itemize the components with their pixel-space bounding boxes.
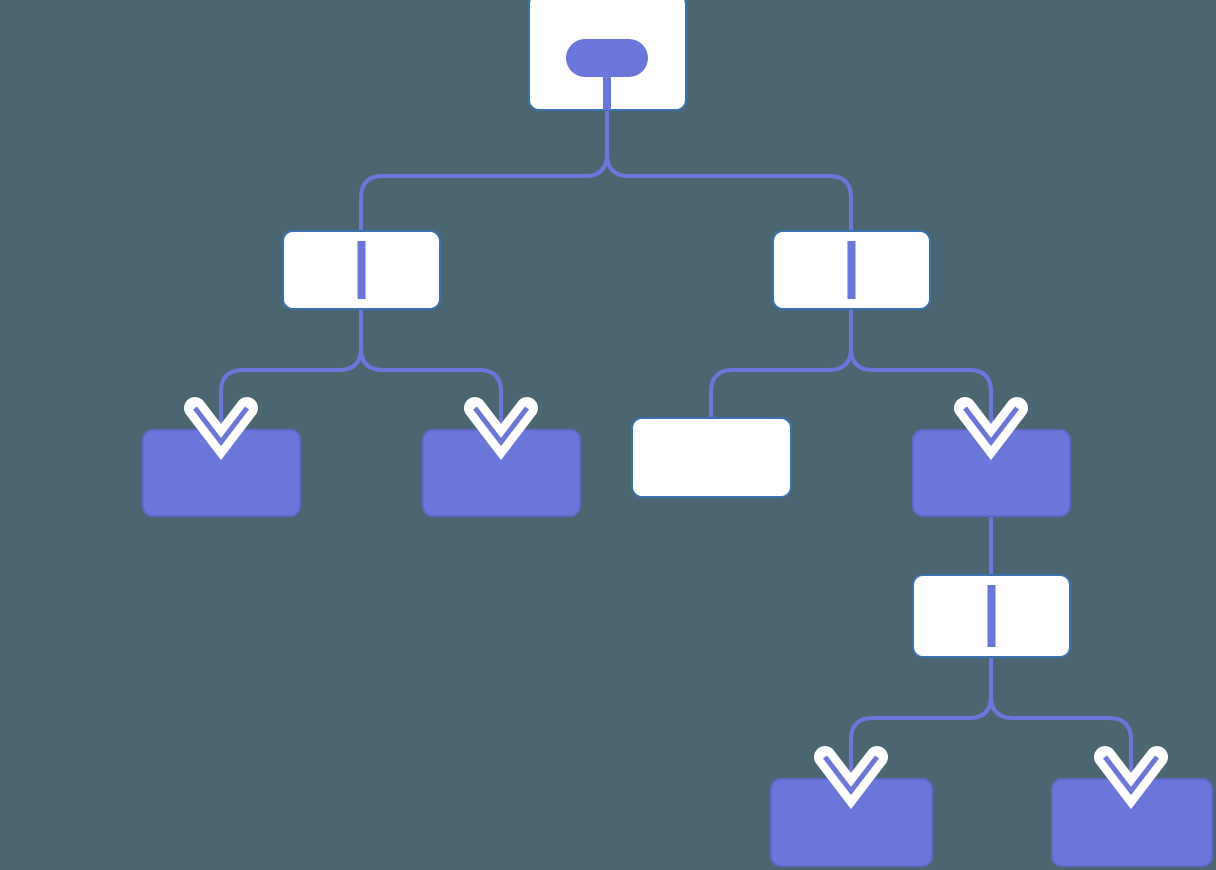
node-inner-connector-line: [357, 241, 366, 299]
connector-e-root-l1left: [359, 110, 609, 231]
arrowhead-chevron: [963, 406, 1019, 447]
node-root[interactable]: [528, 0, 687, 111]
root-pill-stem: [603, 58, 611, 110]
arrowhead-e-l1right-l2d: [954, 397, 1028, 461]
connector-e-l3a-l4a: [849, 657, 993, 783]
connector-e-l3a-l4b: [989, 657, 1133, 783]
node-body: [631, 417, 792, 498]
node-l1-right[interactable]: [772, 230, 931, 310]
node-layer: [142, 0, 1213, 867]
connector-e-l1right-l2c: [709, 309, 853, 418]
connector-e-root-l1right: [605, 110, 853, 231]
arrow-layer: [184, 397, 1168, 810]
arrowhead-e-l3a-l4a: [814, 746, 888, 810]
node-inner-connector-line: [847, 241, 856, 299]
connector-e-l1right-l2d: [849, 309, 993, 434]
arrowhead-e-l1left-l2a: [184, 397, 258, 461]
arrowhead-chevron: [473, 406, 529, 447]
arrowhead-chevron: [823, 755, 879, 796]
node-inner-connector-line: [987, 585, 996, 647]
arrowhead-e-l3a-l4b: [1094, 746, 1168, 810]
node-l3-a[interactable]: [912, 574, 1071, 658]
connector-e-l1left-l2b: [359, 309, 503, 434]
connector-e-l1left-l2a: [219, 309, 363, 434]
node-l2-c[interactable]: [631, 417, 792, 498]
arrowhead-chevron: [1103, 755, 1159, 796]
arrowhead-chevron: [193, 406, 249, 447]
root-pill-badge: [566, 39, 648, 77]
arrowhead-e-l1left-l2b: [464, 397, 538, 461]
node-l1-left[interactable]: [282, 230, 441, 310]
edge-layer: [219, 110, 1133, 783]
